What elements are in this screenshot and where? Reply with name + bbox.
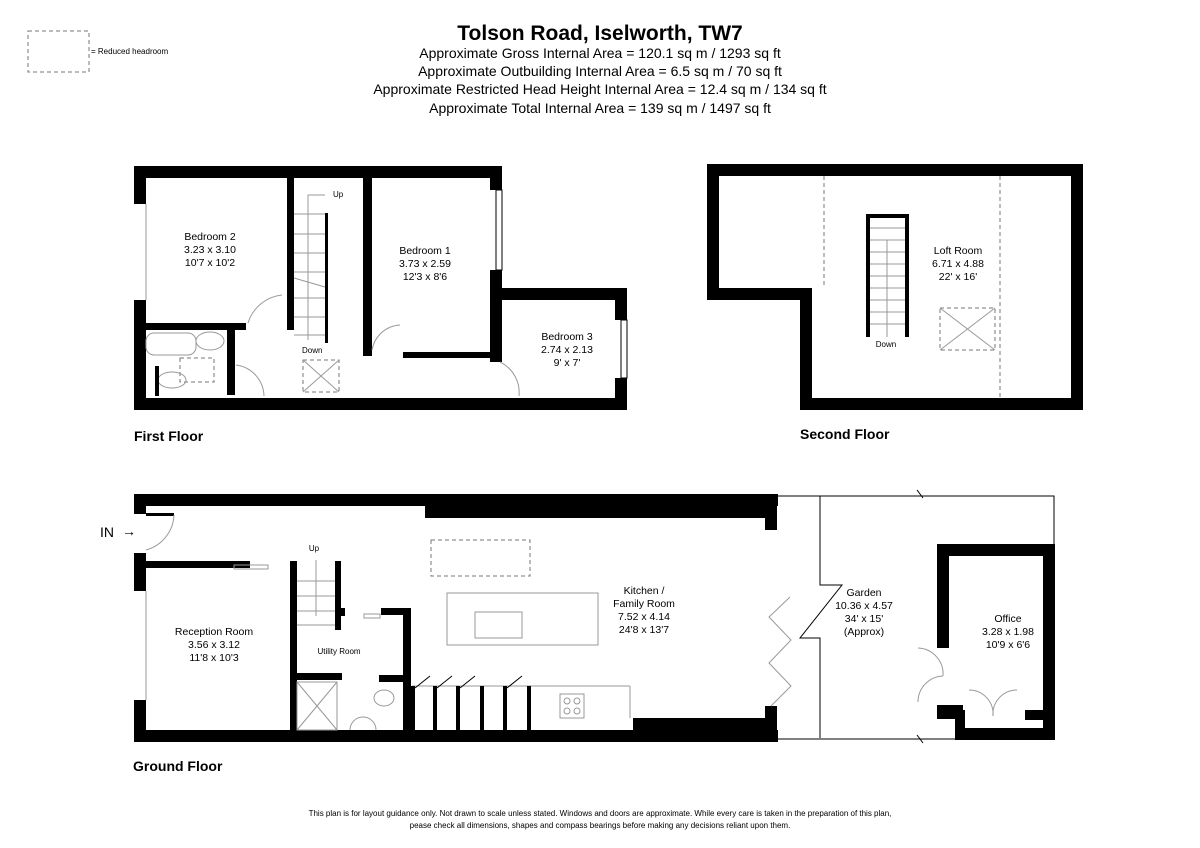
first-floor-label: First Floor — [134, 428, 204, 444]
bedroom-2-name: Bedroom 2 — [184, 231, 236, 243]
kitchen-name: Kitchen / — [624, 585, 665, 597]
second-floor-plan: Down Loft Room 6.71 x 4.88 22' x 16' — [707, 164, 1083, 410]
entrance-arrow-icon: → — [122, 523, 136, 539]
bedroom-3-name: Bedroom 3 — [541, 331, 593, 343]
kitchen-metric: 7.52 x 4.14 — [618, 611, 670, 623]
gross-area: Approximate Gross Internal Area = 120.1 … — [419, 45, 781, 61]
loft-room-name: Loft Room — [934, 245, 983, 257]
reception-room-name: Reception Room — [175, 626, 253, 638]
office-name: Office — [994, 613, 1021, 625]
reduced-headroom-swatch — [27, 30, 90, 73]
restricted-area: Approximate Restricted Head Height Inter… — [373, 81, 826, 97]
ground-floor-label: Ground Floor — [133, 758, 223, 774]
disclaimer-line-2: pease check all dimensions, shapes and c… — [410, 821, 791, 830]
garden-imperial: 34' x 15' — [845, 613, 883, 625]
kitchen-imperial: 24'8 x 13'7 — [619, 624, 669, 636]
first-floor-plan: Up Down Bedroom 2 3.23 x 3.10 10'7 x 10'… — [134, 166, 628, 410]
reception-room-imperial: 11'8 x 10'3 — [189, 652, 239, 664]
disclaimer-line-1: This plan is for layout guidance only. N… — [309, 809, 892, 818]
second-floor-label: Second Floor — [800, 426, 890, 442]
garden-metric: 10.36 x 4.57 — [835, 600, 893, 612]
bedroom-3-metric: 2.74 x 2.13 — [541, 344, 593, 356]
second-floor-stairs-down: Down — [876, 340, 896, 349]
bedroom-1-imperial: 12'3 x 8'6 — [403, 271, 447, 283]
office-imperial: 10'9 x 6'6 — [986, 639, 1030, 651]
garden-note: (Approx) — [844, 626, 884, 638]
utility-room-name: Utility Room — [317, 647, 360, 656]
kitchen-name-line2: Family Room — [613, 598, 675, 610]
first-floor-stairs-down: Down — [302, 346, 322, 355]
loft-room-imperial: 22' x 16' — [939, 271, 977, 283]
garden-name: Garden — [846, 587, 881, 599]
reception-room-metric: 3.56 x 3.12 — [188, 639, 240, 651]
entrance-label: IN — [100, 524, 114, 540]
loft-room-metric: 6.71 x 4.88 — [932, 258, 984, 270]
ground-floor-stairs-up: Up — [309, 544, 320, 553]
bedroom-2-metric: 3.23 x 3.10 — [184, 244, 236, 256]
outbuilding-area: Approximate Outbuilding Internal Area = … — [418, 63, 782, 79]
ground-floor-plan: IN → Up — [100, 489, 1055, 744]
office-metric: 3.28 x 1.98 — [982, 626, 1034, 638]
bedroom-3-imperial: 9' x 7' — [554, 357, 581, 369]
total-area: Approximate Total Internal Area = 139 sq… — [429, 100, 771, 116]
bedroom-1-name: Bedroom 1 — [399, 245, 451, 257]
property-title: Tolson Road, Iselworth, TW7 — [457, 22, 742, 45]
bedroom-2-imperial: 10'7 x 10'2 — [185, 257, 235, 269]
bedroom-1-metric: 3.73 x 2.59 — [399, 258, 451, 270]
first-floor-stairs-up: Up — [333, 190, 344, 199]
legend-label: = Reduced headroom — [91, 47, 169, 56]
